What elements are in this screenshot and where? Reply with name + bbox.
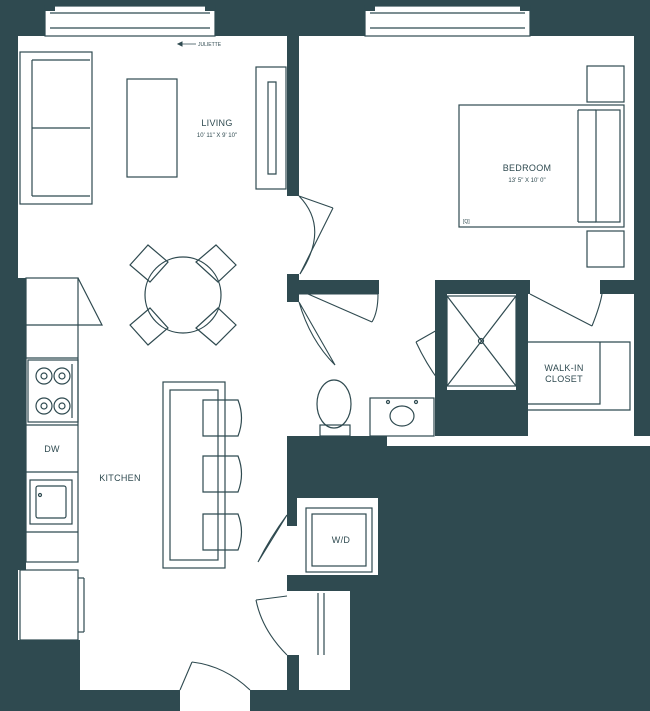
sofa xyxy=(19,51,93,205)
bed xyxy=(458,104,625,228)
juliette-marker xyxy=(176,41,196,47)
shower xyxy=(446,295,517,387)
nightstand-bottom xyxy=(586,230,625,268)
closet-label-line2: CLOSET xyxy=(545,374,583,384)
toilet xyxy=(316,379,352,437)
kitchen-label: KITCHEN xyxy=(99,473,141,483)
coffee-table xyxy=(126,78,178,178)
closet-label-line1: WALK-IN xyxy=(544,363,583,373)
tv-console xyxy=(255,66,287,190)
wd-label: W/D xyxy=(332,535,351,545)
windows xyxy=(44,5,531,37)
living-label: LIVING xyxy=(201,118,232,128)
bar-stools xyxy=(202,399,243,551)
vanity xyxy=(369,397,435,437)
washer-dryer xyxy=(305,507,373,573)
doors xyxy=(179,195,603,691)
bedroom-dims: 13' 5" X 10' 0" xyxy=(508,178,545,184)
kitchen-sink xyxy=(29,479,73,525)
bedroom-label: BEDROOM xyxy=(503,163,552,173)
dining-chairs xyxy=(129,244,237,346)
kitchen-counter xyxy=(25,277,79,563)
dining-table xyxy=(144,256,222,334)
bed-size-tag: [Q] xyxy=(463,219,470,225)
nightstand-top xyxy=(586,65,625,103)
juliette-label: JULIETTE xyxy=(198,42,222,48)
dishwasher-label: DW xyxy=(44,444,60,454)
stove xyxy=(27,359,79,423)
furniture xyxy=(19,51,631,655)
fridge xyxy=(19,569,79,641)
kitchen-island xyxy=(162,381,226,569)
living-dims: 10' 11" X 9' 10" xyxy=(197,133,237,139)
